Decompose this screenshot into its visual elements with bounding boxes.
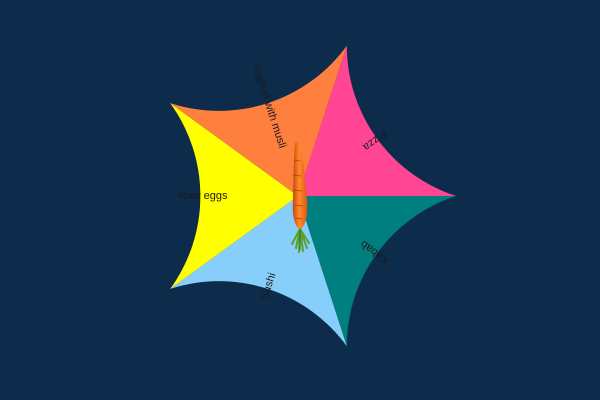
wheel-slice-pizza[interactable] bbox=[298, 45, 456, 197]
wheel-slice-kebab[interactable] bbox=[298, 196, 456, 347]
wheel-slice-yoghurt-with-musli[interactable] bbox=[170, 45, 347, 197]
carrot-icon[interactable] bbox=[291, 141, 310, 253]
wheel-slice-raw-eggs[interactable] bbox=[170, 103, 298, 289]
wheel-label-raw-eggs: Raw eggs bbox=[179, 190, 228, 202]
